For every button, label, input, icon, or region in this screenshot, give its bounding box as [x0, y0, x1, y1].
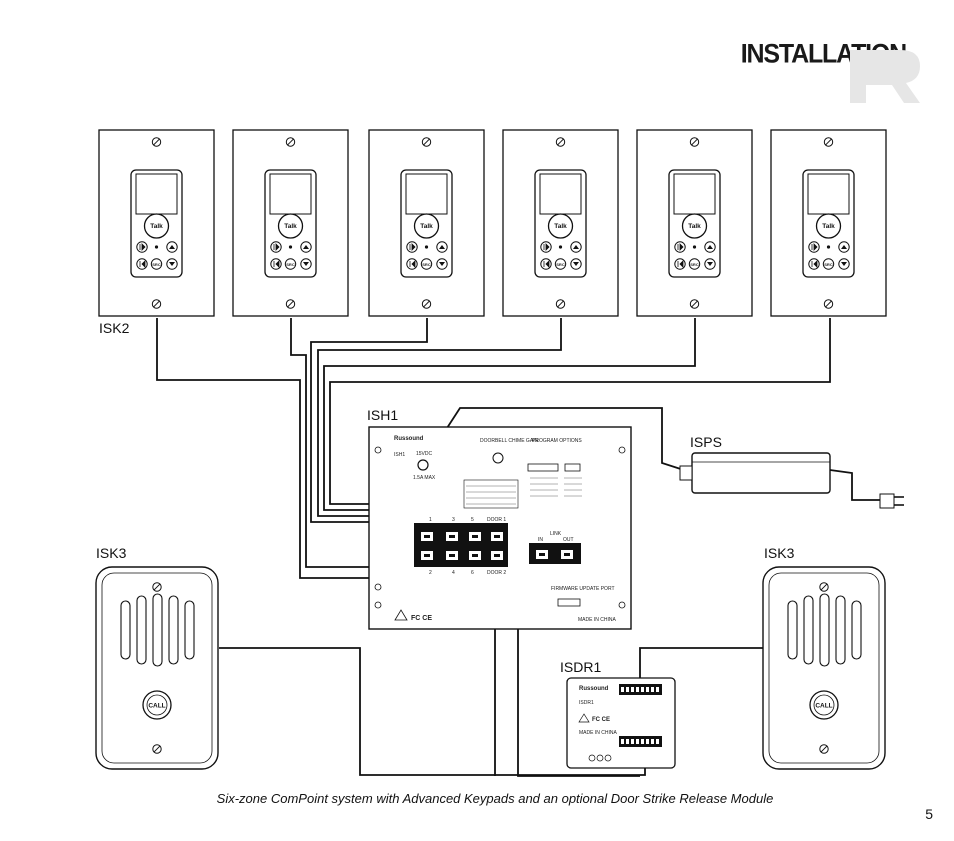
port-label-2: 2: [429, 570, 432, 576]
ish1-amp-rating: 1.5A MAX: [413, 475, 436, 481]
keypad-4: Talk: [503, 130, 618, 316]
ish1-hub: Russound ISH1 15VDC 1.5A MAX DOORBELL CH…: [368, 426, 632, 630]
talk-button-label: Talk: [822, 223, 835, 230]
talk-button-label: Talk: [554, 223, 567, 230]
firmware-port-label: FIRMWARE UPDATE PORT: [551, 586, 615, 592]
keypad-1: Talk: [99, 130, 214, 316]
talk-button-label: Talk: [420, 223, 433, 230]
ish1-made-in: MADE IN CHINA: [578, 617, 616, 623]
keypad-5: Talk: [637, 130, 752, 316]
port-label-1: 1: [429, 517, 432, 523]
port-label-4: 4: [452, 570, 455, 576]
isdr1-fcc-mark: FC CE: [592, 717, 610, 723]
keypad-6: Talk: [771, 130, 886, 316]
page-number: 5: [925, 806, 933, 822]
isdr1-made-in: MADE IN CHINA: [579, 730, 617, 736]
port-label-5: 5: [471, 517, 474, 523]
ish1-program-options: PROGRAM OPTIONS: [532, 438, 582, 444]
figure-caption: Six-zone ComPoint system with Advanced K…: [216, 791, 774, 806]
ish1-fcc-mark: FC CE: [411, 615, 432, 622]
isk3-right-door-station: CALL: [763, 567, 885, 769]
link-out-label: OUT: [563, 537, 574, 543]
ish1-power-rating: 15VDC: [416, 451, 433, 457]
isps-power-supply: [679, 452, 904, 509]
isdr1-brand: Russound: [579, 686, 609, 692]
port-label-door2: DOOR 2: [487, 570, 506, 576]
isdr1-model: ISDR1: [579, 700, 594, 706]
ish1-label: ISH1: [367, 407, 398, 423]
isk3-right-label: ISK3: [764, 545, 795, 561]
port-label-6: 6: [471, 570, 474, 576]
isdr1-label: ISDR1: [560, 659, 601, 675]
keypad-3: Talk: [369, 130, 484, 316]
link-in-label: IN: [538, 537, 543, 543]
russound-watermark-logo: [850, 50, 920, 103]
call-button-label: CALL: [815, 703, 832, 710]
link-label: LINK: [550, 531, 562, 537]
isps-label: ISPS: [690, 434, 722, 450]
ish1-gain-label: DOORBELL CHIME GAIN: [480, 438, 539, 444]
isk3-left-label: ISK3: [96, 545, 127, 561]
ish1-brand: Russound: [394, 436, 424, 442]
isk3-left-door-station: CALL: [96, 567, 218, 769]
call-button-label: CALL: [148, 703, 165, 710]
talk-button-label: Talk: [688, 223, 701, 230]
keypad-2: Talk: [233, 130, 348, 316]
port-label-door1: DOOR 1: [487, 517, 506, 523]
talk-button-label: Talk: [150, 223, 163, 230]
port-label-3: 3: [452, 517, 455, 523]
ish1-model: ISH1: [394, 452, 405, 458]
isk2-label: ISK2: [99, 320, 130, 336]
talk-button-label: Talk: [284, 223, 297, 230]
isdr1-module: Russound ISDR1 FC CE MADE IN CHINA: [566, 677, 676, 769]
